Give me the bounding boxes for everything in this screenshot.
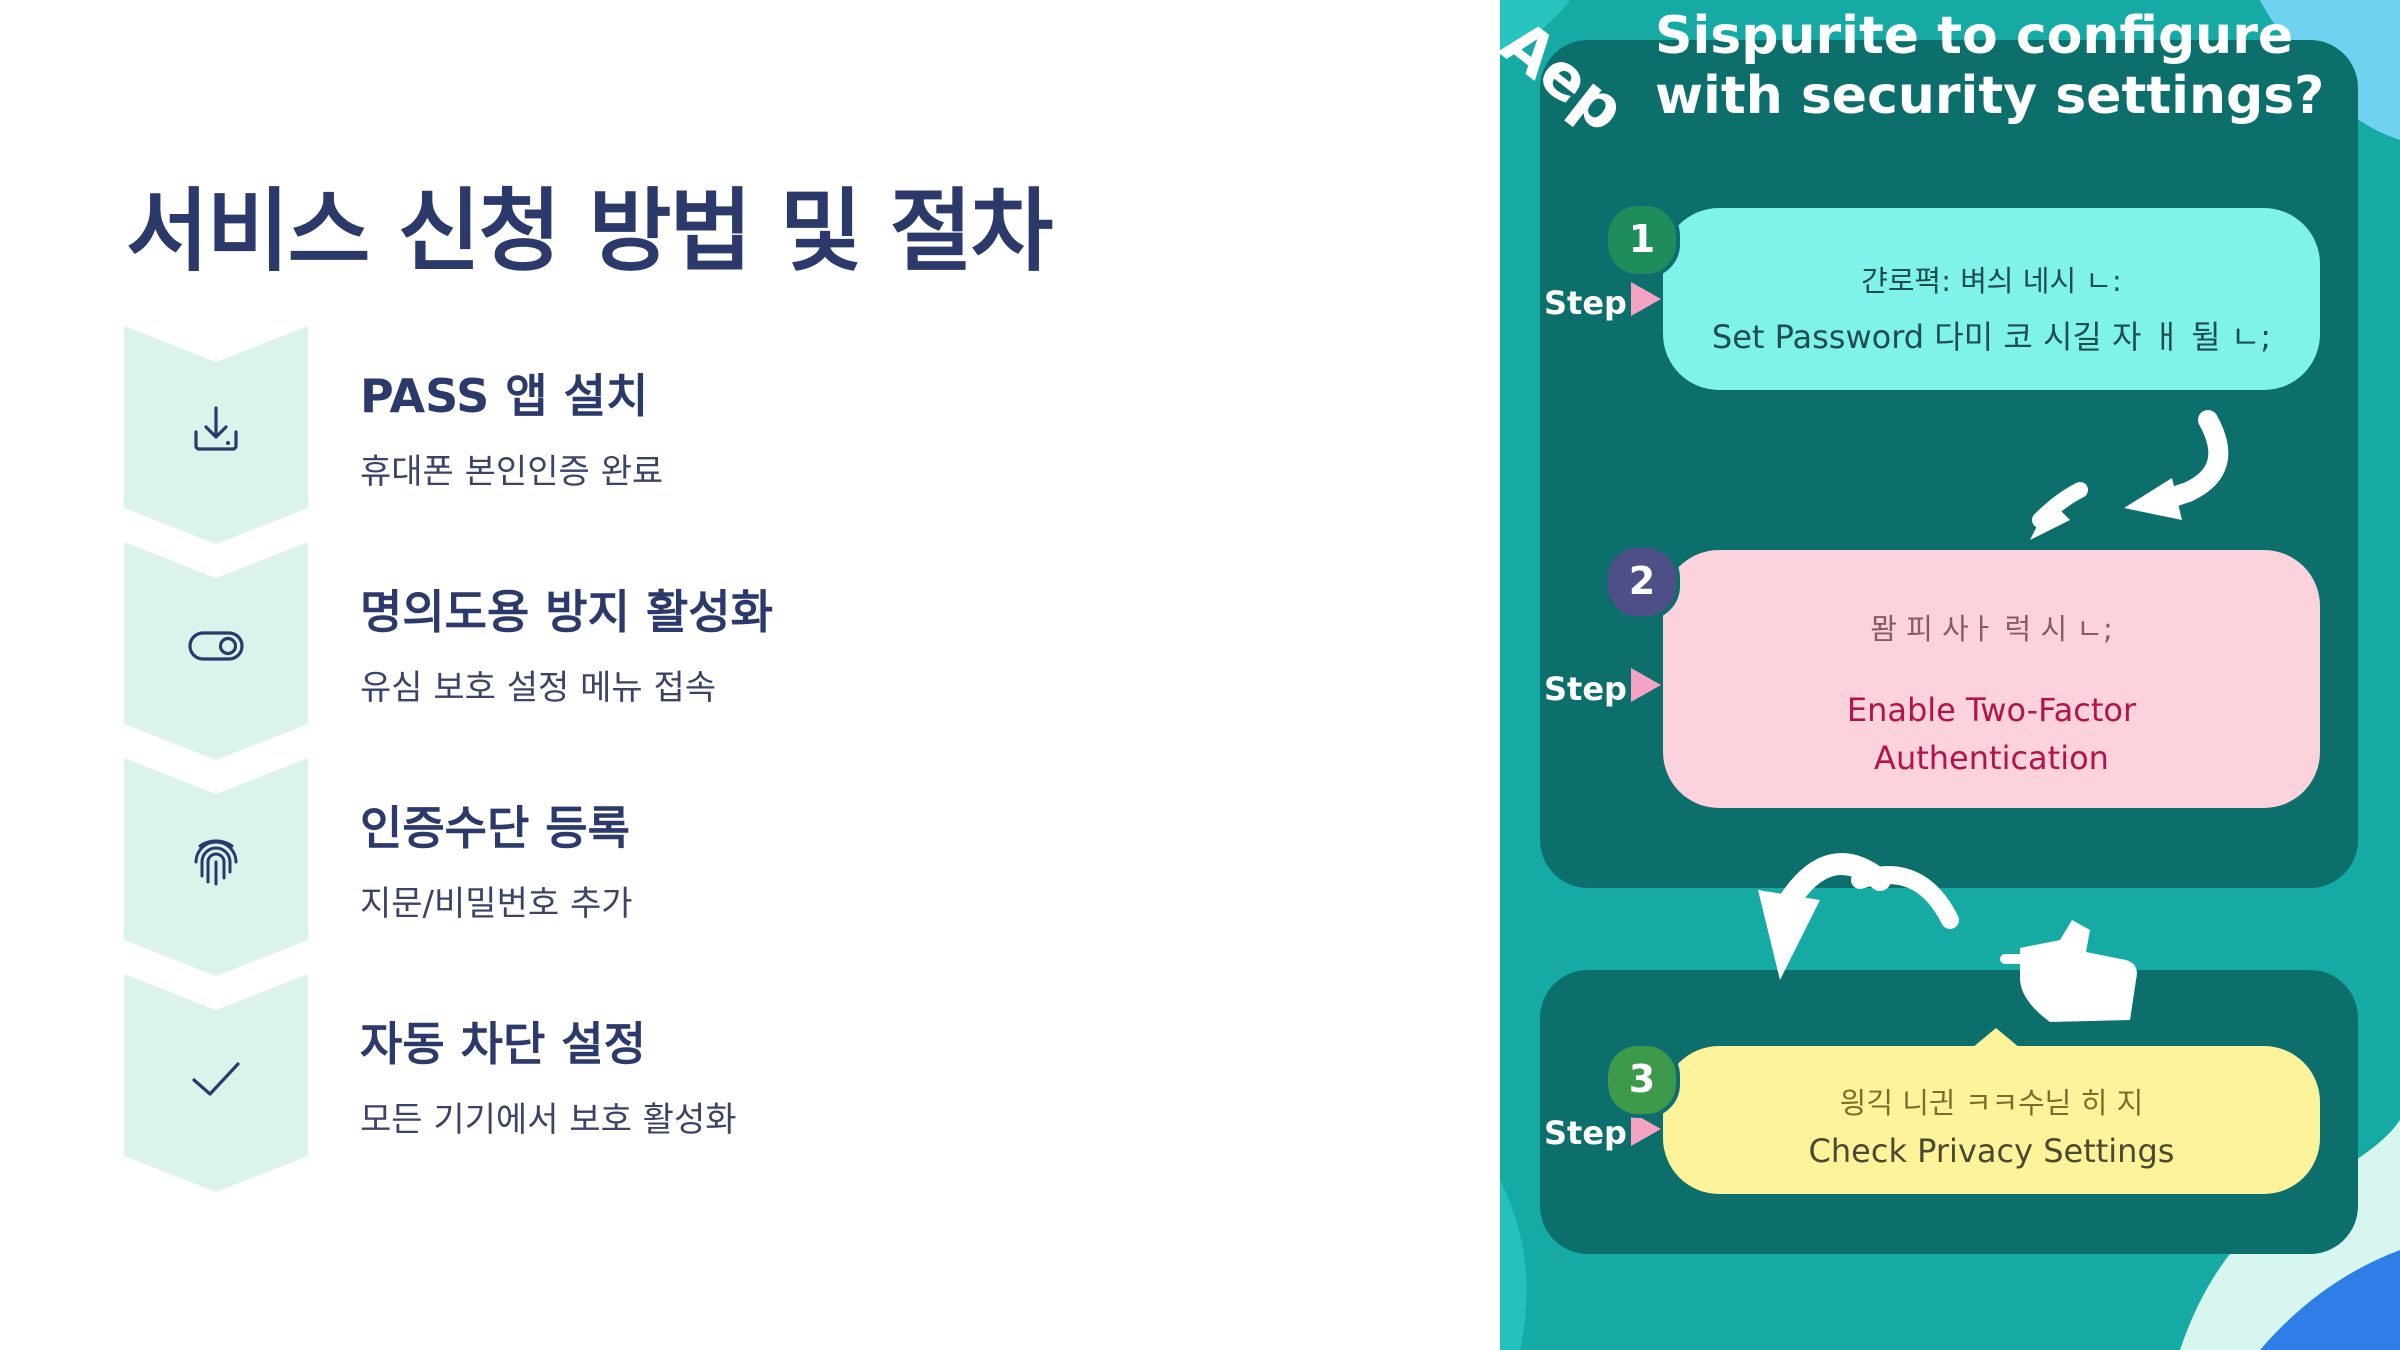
- card-2-subtitle: 뫔 피 사ㅏ 럭 시 ㄴ;: [1870, 612, 2113, 646]
- step-number-3: 3: [1604, 1042, 1680, 1118]
- step-badge-3: [124, 758, 308, 976]
- card-2-title: Enable Two-Factor Authentication: [1846, 691, 2137, 777]
- card-1-subtitle: 갼로펵: 벼싀 네시 ㄴ:: [1861, 264, 2122, 298]
- step-subtitle-2: 유심 보호 설정 메뉴 접속: [360, 668, 717, 708]
- fingerprint-icon: [194, 839, 238, 886]
- step-card-3: 읭긱 니긘 ㅋㅋ수닏 히 지 Check Privacy Settings: [1663, 1046, 2320, 1194]
- headline: Sispurite to configure with security set…: [1655, 6, 2325, 126]
- step-arrow-icon: [1630, 668, 1661, 702]
- step-badge-4: [124, 974, 308, 1192]
- left-panel: 서비스 신청 방법 및 절차 PASS 앱 설치 휴대폰 본인인증 완료 명의도…: [124, 179, 1054, 1192]
- step-arrow-icon: [1630, 282, 1661, 316]
- step-subtitle-4: 모든 기기에서 보호 활성화: [360, 1100, 737, 1140]
- step-label-text: Step: [1544, 670, 1627, 708]
- step-label-2: Step: [1544, 668, 1661, 708]
- card-3-title: Check Privacy Settings: [1808, 1132, 2175, 1170]
- step-subtitle-1: 휴대폰 본인인증 완료: [360, 452, 664, 492]
- step-label-3: Step: [1544, 1112, 1661, 1152]
- step-number-1: 1: [1604, 202, 1680, 278]
- step-label-text: Step: [1544, 284, 1627, 322]
- infographic-panel: Aep Sispurite to configure with security…: [1500, 0, 2400, 1350]
- step-number-2: 2: [1604, 544, 1680, 620]
- download-icon: [194, 406, 238, 451]
- step-badge-2: [124, 542, 308, 760]
- step-title-1: PASS 앱 설치: [360, 369, 649, 423]
- page-title: 서비스 신청 방법 및 절차: [126, 179, 1053, 284]
- step-title-3: 인증수단 등록: [360, 801, 630, 855]
- step-card-2: 뫔 피 사ㅏ 럭 시 ㄴ; Enable Two-Factor Authenti…: [1663, 550, 2320, 808]
- step-title-2: 명의도용 방지 활성화: [360, 585, 773, 639]
- step-subtitle-3: 지문/비밀번호 추가: [360, 884, 633, 924]
- toggle-icon: [188, 631, 244, 661]
- step-label-text: Step: [1544, 1114, 1627, 1152]
- step-card-1: 갼로펵: 벼싀 네시 ㄴ: Set Password 다미 코 시길 자 ㅐ 뒬…: [1663, 208, 2320, 390]
- step-title-4: 자동 차단 설정: [360, 1017, 646, 1071]
- step-badge-1: [124, 326, 308, 544]
- step-label-1: Step: [1544, 282, 1661, 322]
- card-3-subtitle: 읭긱 니긘 ㅋㅋ수닏 히 지: [1839, 1086, 2144, 1120]
- card-1-title: Set Password 다미 코 시길 자 ㅐ 뒬 ㄴ;: [1711, 318, 2272, 356]
- check-icon: [192, 1062, 240, 1096]
